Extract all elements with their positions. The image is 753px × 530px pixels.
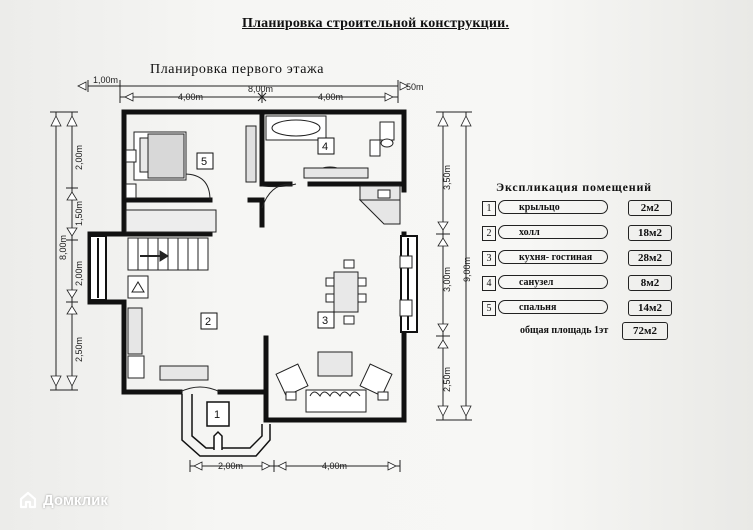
room-2-label: 2 bbox=[205, 316, 211, 328]
watermark-text: Домклик bbox=[43, 491, 108, 509]
legend-row: 2 холл 18м2 bbox=[482, 223, 692, 245]
watermark: Домклик bbox=[18, 490, 108, 510]
legend-row: 1 крыльцо 2м2 bbox=[482, 198, 692, 220]
house-icon bbox=[19, 491, 37, 509]
legend-row: 5 спальня 14м2 bbox=[482, 298, 692, 320]
legend-name: крыльцо bbox=[498, 200, 608, 214]
dim-left-total: 8,00m bbox=[58, 235, 68, 260]
dim-left-seg-4: 2,50m bbox=[74, 337, 84, 362]
legend-row: 4 санузел 8м2 bbox=[482, 273, 692, 295]
dim-left-seg-3: 2,00m bbox=[74, 261, 84, 286]
room-4-label: 4 bbox=[322, 141, 328, 153]
dim-porch-width: 1,00m bbox=[93, 75, 118, 85]
legend-num: 2 bbox=[482, 226, 496, 241]
dim-right-total: 9,00m bbox=[462, 257, 472, 282]
legend-name: холл bbox=[498, 225, 608, 239]
top-dim-arrows bbox=[77, 81, 409, 102]
room-5-box bbox=[196, 152, 214, 170]
kitchen-furniture bbox=[275, 185, 413, 413]
walls bbox=[87, 109, 407, 423]
legend-name: санузел bbox=[498, 275, 608, 289]
legend-area: 14м2 bbox=[628, 300, 672, 316]
legend-num: 5 bbox=[482, 301, 496, 316]
legend-area: 2м2 bbox=[628, 200, 672, 216]
dim-left-seg-2: 1,50m bbox=[74, 201, 84, 226]
room-5-label: 5 bbox=[201, 156, 207, 168]
porch bbox=[181, 394, 271, 457]
legend-num: 4 bbox=[482, 276, 496, 291]
legend-row: 3 кухня- гостиная 28м2 bbox=[482, 248, 692, 270]
room-2-box bbox=[200, 312, 218, 330]
floor-title: Планировка первого этажа bbox=[150, 62, 325, 77]
legend-title: Экспликация помещений bbox=[496, 180, 652, 194]
bottom-dim-arrows bbox=[193, 461, 397, 471]
room-legend: Экспликация помещений 1 крыльцо 2м2 2 хо… bbox=[482, 180, 692, 344]
legend-name: кухня- гостиная bbox=[498, 250, 608, 264]
legend-name: спальня bbox=[498, 300, 608, 314]
door-arcs bbox=[179, 173, 297, 393]
room-3-box bbox=[317, 311, 335, 329]
dim-left-seg-1: 2,00m bbox=[74, 145, 84, 170]
room-4-box bbox=[317, 137, 335, 155]
legend-total-label: общая площадь 1эт bbox=[520, 325, 609, 336]
bedroom-furniture bbox=[125, 125, 257, 233]
dim-left-width: 4,00m bbox=[178, 92, 203, 102]
room-labels: 5 4 2 3 1 bbox=[196, 137, 335, 421]
legend-area: 18м2 bbox=[628, 225, 672, 241]
bathroom-fixtures bbox=[265, 115, 395, 179]
hall-furniture bbox=[127, 307, 209, 381]
dim-total-width: 8,00m bbox=[248, 84, 273, 94]
legend-num: 3 bbox=[482, 251, 496, 266]
right-dim-arrows bbox=[437, 115, 472, 417]
legend-area: 28м2 bbox=[628, 250, 672, 266]
dim-right-seg-3: 2,50m bbox=[442, 367, 452, 392]
legend-area: 8м2 bbox=[628, 275, 672, 291]
hall-window-bay bbox=[89, 235, 107, 301]
dim-bottom-left: 2,00m bbox=[218, 461, 243, 471]
legend-total-row: общая площадь 1эт 72м2 bbox=[482, 322, 692, 344]
page-title: Планировка строительной конструкции. bbox=[242, 16, 510, 31]
room-3-label: 3 bbox=[322, 315, 328, 327]
bottom-dimensions bbox=[189, 460, 401, 472]
top-dimensions bbox=[87, 80, 399, 103]
dim-right-seg-2: 3,00m bbox=[442, 267, 452, 292]
dim-bottom-right: 4,00m bbox=[322, 461, 347, 471]
left-dimensions bbox=[50, 111, 78, 391]
left-dim-arrows bbox=[50, 115, 78, 387]
right-dimensions bbox=[436, 111, 472, 421]
kitchen-window-bay bbox=[400, 235, 418, 333]
dim-right-seg-1: 3,50m bbox=[442, 165, 452, 190]
room-1-label: 1 bbox=[214, 409, 220, 421]
stairs bbox=[127, 237, 209, 299]
legend-num: 1 bbox=[482, 201, 496, 216]
legend-total-area: 72м2 bbox=[622, 322, 668, 340]
dim-right-width: 4,00m bbox=[318, 92, 343, 102]
dim-end: 50m bbox=[406, 82, 424, 92]
